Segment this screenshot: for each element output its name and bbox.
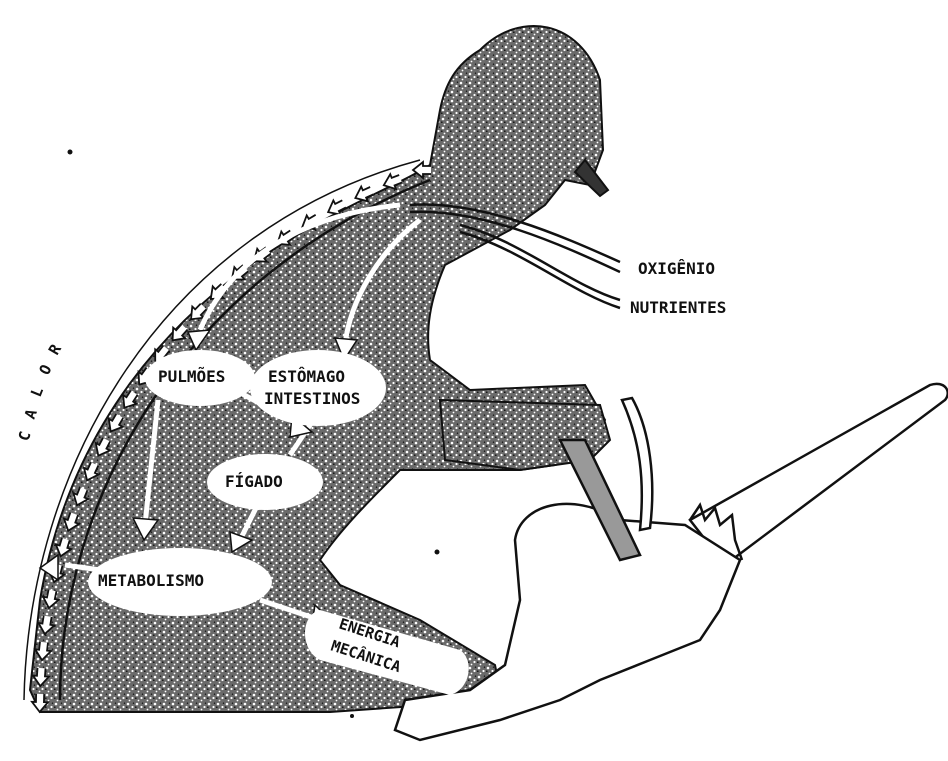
calor-letter-r: R [45,340,66,358]
label-intestinos: INTESTINOS [264,389,360,408]
chainsaw-bar [690,384,948,565]
print-dot [350,714,354,718]
print-dot [435,550,440,555]
chainsaw-top-handle [622,398,652,530]
calor-label: C A L O R [15,340,66,443]
label-figado: FÍGADO [225,472,283,491]
label-nutrientes: NUTRIENTES [630,298,726,317]
label-metabolismo: METABOLISMO [98,571,204,590]
label-estomago: ESTÔMAGO [268,367,345,386]
label-pulmoes: PULMÕES [158,367,225,386]
chainsaw-body [395,504,740,740]
calor-letter-c: C [15,429,35,443]
label-oxigenio: OXIGÊNIO [638,259,715,278]
stomach-bubble [250,350,386,426]
print-dot [68,150,73,155]
calor-letter-l: L [27,384,47,399]
calor-letter-a: A [21,407,41,422]
calor-letter-o: O [35,362,55,378]
